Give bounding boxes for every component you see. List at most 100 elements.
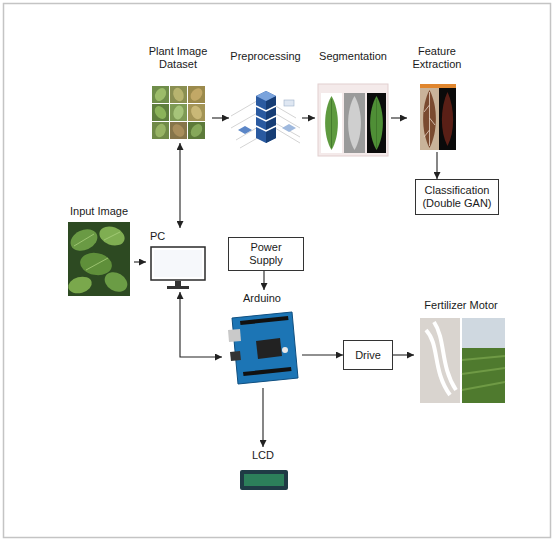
feature-extraction-illustration (439, 88, 456, 150)
input-leaf-photo (66, 274, 93, 296)
arduino-board-icon (243, 367, 292, 376)
connector-arrow (179, 143, 180, 228)
segmentation-image: Segmentation (315, 48, 391, 158)
dataset-thumbnails (152, 122, 169, 139)
pc-monitor-icon (175, 281, 181, 286)
dataset-thumbnails (188, 86, 205, 103)
fertilizer-motor-photos (420, 318, 505, 403)
node-label: Feature Extraction (407, 45, 467, 71)
dataset-thumbnails (152, 86, 169, 103)
pc-monitor: PC (146, 228, 208, 292)
connector-arrow (436, 152, 437, 179)
preprocessing-illustration (282, 124, 296, 132)
feature-extraction-illustration (420, 88, 439, 150)
arduino-board-icon (228, 329, 241, 342)
outer-frame (4, 4, 551, 538)
feature-extraction-image: Feature Extraction (407, 43, 467, 152)
connector-arrow (393, 354, 414, 355)
connector-arrow (302, 354, 343, 355)
input-leaf-photo (66, 222, 131, 296)
segmentation-illustration (318, 84, 388, 156)
dataset-thumbnails (152, 86, 205, 139)
fertilizer-motor-image: Fertilizer Motor (414, 297, 508, 405)
dataset-thumbnails (188, 104, 205, 121)
pc-monitor-icon (151, 247, 205, 289)
lcd-display-icon (240, 470, 288, 490)
power-supply-box: Power Supply (228, 237, 304, 271)
feature-extraction-illustration (424, 92, 435, 146)
node-label: Drive (355, 349, 381, 362)
segmentation-illustration (332, 99, 377, 148)
fertilizer-motor-photos (420, 318, 460, 403)
arduino-board-icon (230, 351, 241, 361)
dataset-thumbnails (172, 104, 185, 120)
arduino-board-icon (228, 312, 298, 384)
dataset-thumbnails (189, 104, 204, 121)
segmentation-illustration (344, 93, 365, 153)
node-label: Power Supply (233, 241, 299, 267)
dataset-thumbnails (170, 122, 187, 139)
preprocessing-illustration (231, 91, 300, 148)
feature-extraction-illustration (442, 92, 453, 146)
preprocessing-image: Preprocessing (229, 48, 302, 152)
connector-arrow (263, 271, 264, 290)
connector-arrow (302, 117, 315, 118)
fertilizer-motor-photos (462, 356, 505, 390)
pc-monitor-icon (151, 247, 205, 280)
dataset-thumbnails (188, 86, 205, 103)
dataset-thumbnails (170, 86, 187, 103)
pc-monitor-icon (167, 286, 189, 289)
lcd-display: LCD (234, 447, 292, 492)
node-label: Arduino (243, 292, 281, 305)
connector-arrow (134, 261, 146, 262)
dataset-thumbnails (152, 104, 168, 121)
node-label: PC (150, 230, 165, 243)
input-image: Input Image (64, 203, 134, 298)
arduino-board: Arduino (222, 290, 302, 388)
preprocessing-illustration (256, 106, 276, 131)
feature-extraction-illustration (420, 84, 456, 88)
preprocessing-illustration (256, 91, 276, 143)
feature-extraction-illustration (420, 84, 456, 150)
dataset-thumbnails (188, 122, 204, 139)
node-label: Preprocessing (230, 50, 300, 63)
preprocessing-illustration (238, 126, 252, 134)
connector-arrow (391, 117, 407, 118)
input-leaf-photo (74, 232, 120, 270)
outer-frame (4, 4, 551, 538)
node-label: Classification (Double GAN) (420, 184, 494, 210)
arduino-board-icon (282, 347, 288, 353)
arduino-board-icon (240, 316, 289, 325)
pc-monitor-icon (154, 250, 202, 277)
node-label: Plant Image Dataset (144, 45, 212, 71)
dataset-thumbnails (152, 104, 169, 121)
node-label: Input Image (70, 205, 128, 218)
input-leaf-photo (101, 268, 131, 296)
dataset-thumbnails (153, 86, 169, 103)
fertilizer-motor-photos (426, 322, 456, 395)
arduino-board-icon (232, 312, 298, 384)
lcd-display-icon (244, 474, 284, 486)
dataset-thumbnails (188, 122, 205, 139)
segmentation-illustration (348, 96, 361, 150)
segmentation-illustration (318, 84, 388, 156)
node-label: Fertilizer Motor (424, 299, 497, 312)
dataset-thumbnails (171, 86, 185, 103)
fertilizer-motor-photos (462, 318, 505, 403)
lcd-display-icon (240, 470, 288, 490)
dataset-thumbnails (170, 122, 187, 139)
dataset-thumbnails (170, 104, 187, 121)
classification-box: Classification (Double GAN) (415, 179, 499, 215)
preprocessing-illustration (256, 91, 276, 101)
connector-arrow (262, 388, 263, 447)
preprocessing-illustration (284, 100, 294, 106)
drive-box: Drive (343, 340, 393, 370)
node-label: Segmentation (319, 50, 387, 63)
dataset-image: Plant Image Dataset (144, 43, 212, 143)
connector-arrow (180, 292, 222, 357)
arduino-board-icon (256, 338, 282, 359)
dataset-thumbnails (153, 122, 167, 139)
connector-arrow (212, 117, 229, 118)
node-label: LCD (252, 449, 274, 462)
